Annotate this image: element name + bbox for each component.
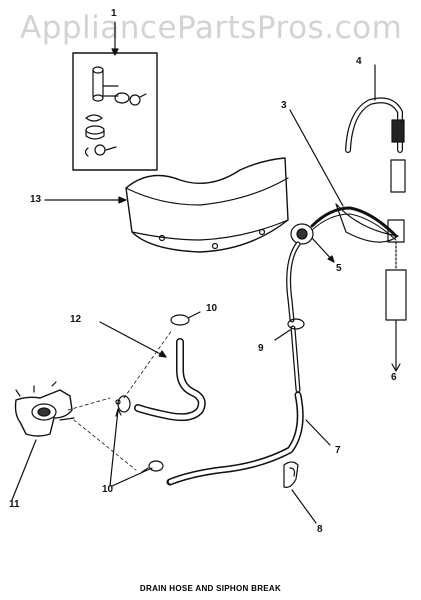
part-11-pump bbox=[11, 329, 173, 501]
part-9-clamp bbox=[274, 318, 305, 341]
diagram-caption: DRAIN HOSE AND SIPHON BREAK bbox=[139, 584, 282, 593]
part-10-clamps bbox=[109, 311, 201, 487]
callout-11: 11 bbox=[9, 499, 20, 510]
callout-8: 8 bbox=[317, 524, 323, 535]
part-3-siphon-hose bbox=[289, 109, 399, 243]
callout-6: 6 bbox=[391, 372, 397, 383]
part-7-drain-hose-upper bbox=[286, 241, 301, 393]
callout-12: 12 bbox=[70, 314, 82, 325]
part-5-fitting bbox=[290, 223, 335, 263]
watermark-text: AppliancePartsPros.com bbox=[20, 10, 403, 46]
part-6-vertical-tube bbox=[385, 219, 407, 372]
callout-3: 3 bbox=[281, 100, 287, 111]
callout-4: 4 bbox=[356, 56, 362, 67]
callout-7: 7 bbox=[335, 445, 341, 456]
callout-10-lower: 10 bbox=[102, 484, 114, 495]
part-7-corrugated-hose bbox=[166, 391, 331, 486]
callout-9: 9 bbox=[258, 343, 264, 354]
part-1-kit-box bbox=[72, 21, 158, 171]
part-4-upper-hose bbox=[345, 64, 406, 193]
part-8-clip bbox=[283, 461, 317, 524]
callout-13: 13 bbox=[30, 194, 42, 205]
part-12-pump-hose bbox=[99, 321, 206, 422]
callout-10-upper: 10 bbox=[206, 303, 218, 314]
part-13-tub bbox=[44, 157, 289, 253]
callout-1: 1 bbox=[111, 8, 117, 19]
callout-5: 5 bbox=[336, 263, 342, 274]
